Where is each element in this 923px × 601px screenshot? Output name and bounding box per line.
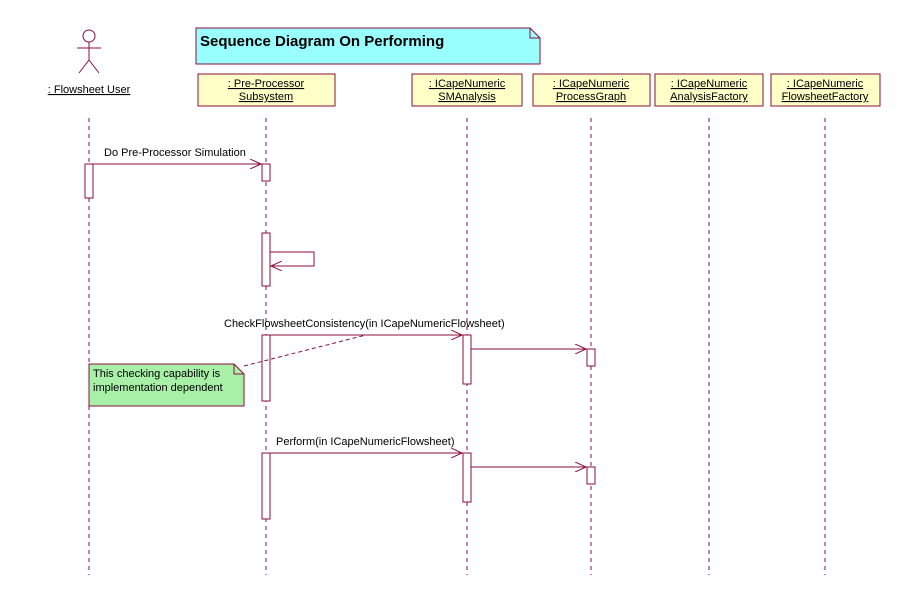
object-label-line2: FlowsheetFactory [782, 91, 869, 103]
activation-processgraph-1 [586, 348, 596, 367]
object-label-line1: : ICapeNumeric [787, 78, 864, 90]
actor-flowsheet-user[interactable]: : Flowsheet User [48, 29, 131, 96]
object-label-line1: : ICapeNumeric [429, 78, 506, 90]
note-line1: This checking capability is [93, 368, 221, 380]
activation-preproc-1 [261, 163, 271, 182]
message-label-check-consistency: CheckFlowsheetConsistency(in ICapeNumeri… [224, 318, 505, 330]
actor-stick-figure-icon [77, 29, 101, 74]
activation-smanalysis-2 [462, 452, 472, 503]
activation-preproc-2 [261, 232, 271, 287]
message-label-perform: Perform(in ICapeNumericFlowsheet) [276, 436, 455, 448]
diagram-title: Sequence Diagram On Performing [195, 27, 541, 65]
message-label-do-pre-processor: Do Pre-Processor Simulation [104, 147, 246, 159]
object-label-line2: ProcessGraph [556, 91, 626, 103]
note-checking-capability[interactable]: This checking capability is implementati… [88, 363, 245, 407]
object-label-line1: : ICapeNumeric [553, 78, 630, 90]
activation-user [84, 163, 94, 199]
object-analysisfactory[interactable]: : ICapeNumeric AnalysisFactory [654, 73, 764, 107]
object-pre-processor-subsystem[interactable]: : Pre-Processor Subsystem [197, 73, 336, 107]
note-line2: implementation dependent [93, 382, 223, 394]
object-label-line2: AnalysisFactory [670, 91, 748, 103]
activation-processgraph-2 [586, 466, 596, 485]
diagram-title-text: Sequence Diagram On Performing [200, 33, 444, 50]
object-processgraph[interactable]: : ICapeNumeric ProcessGraph [532, 73, 651, 107]
object-label-line2: Subsystem [239, 91, 293, 103]
object-label-line1: : ICapeNumeric [671, 78, 748, 90]
object-smanalysis[interactable]: : ICapeNumeric SMAnalysis [411, 73, 523, 107]
object-label-line2: SMAnalysis [438, 91, 496, 103]
activation-preproc-3 [261, 334, 271, 402]
activation-smanalysis-1 [462, 334, 472, 385]
object-label-line1: : Pre-Processor [228, 78, 305, 90]
message-self-call [270, 251, 315, 266]
object-flowsheetfactory[interactable]: : ICapeNumeric FlowsheetFactory [770, 73, 881, 107]
activation-preproc-4 [261, 452, 271, 520]
actor-label: : Flowsheet User [48, 84, 131, 96]
